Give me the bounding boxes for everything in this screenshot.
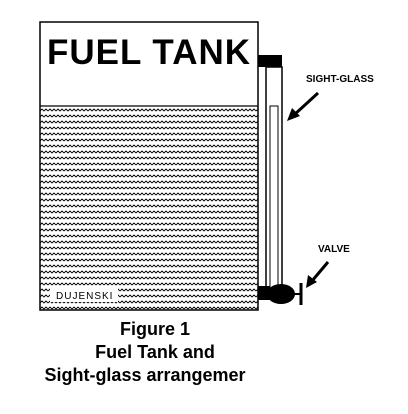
top-fitting xyxy=(258,55,282,67)
valve-arrow xyxy=(306,261,330,288)
valve-label: VALVE xyxy=(318,244,350,255)
tank-body xyxy=(39,21,259,311)
figure-caption-line-1: Fuel Tank and xyxy=(95,342,215,362)
watermark-box xyxy=(50,288,118,302)
valve-body xyxy=(267,284,295,304)
watermark-text: DUJENSKI xyxy=(56,291,113,302)
tank-title: FUEL TANK xyxy=(47,33,251,72)
figure-caption-line-2: Sight-glass arrangemer xyxy=(44,365,246,385)
fuel-liquid xyxy=(40,106,258,310)
sight-glass-arrow xyxy=(287,91,320,121)
figure-number: Figure 1 xyxy=(119,319,190,339)
sight-glass-label: SIGHT-GLASS xyxy=(306,74,374,85)
sight-glass-fluid xyxy=(269,105,279,291)
bottom-fitting xyxy=(258,286,270,300)
